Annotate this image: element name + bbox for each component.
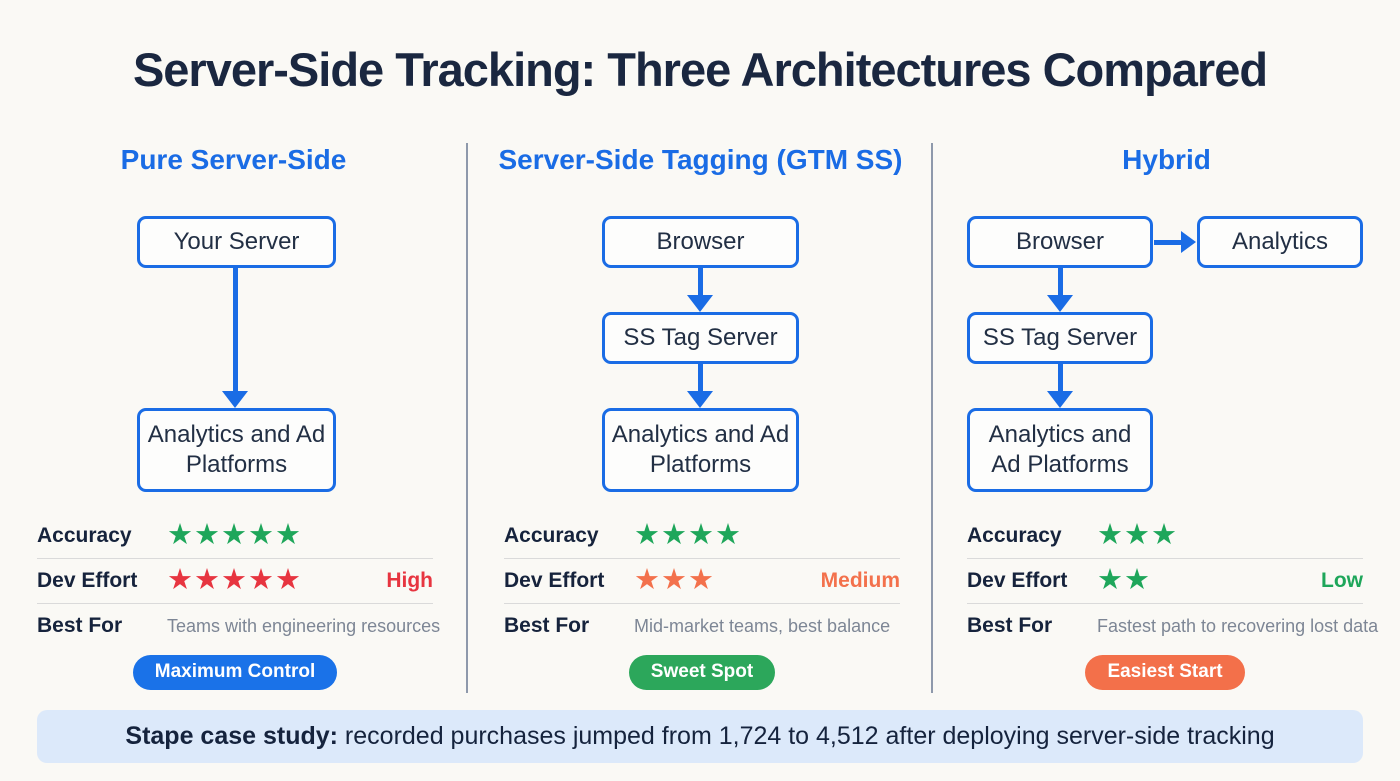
node-analytics: Analytics	[1197, 216, 1363, 268]
case-study-lead: Stape case study:	[125, 722, 338, 750]
accuracy-label: Accuracy	[504, 524, 599, 547]
arrow-right-icon	[1154, 231, 1196, 253]
arrow-down-icon	[1047, 364, 1073, 408]
best-for-label: Best For	[504, 614, 590, 637]
accuracy-row: Accuracy ★★★★	[504, 514, 900, 559]
dev-effort-label: Dev Effort	[504, 569, 605, 592]
node-analytics-ad-platforms: Analytics and Ad Platforms	[602, 408, 799, 492]
badge-row: Sweet Spot	[504, 655, 900, 690]
best-for-text: Mid-market teams, best balance	[634, 615, 891, 636]
column-title: Server-Side Tagging (GTM SS)	[498, 144, 903, 175]
column-title: Pure Server-Side	[120, 144, 347, 175]
best-for-label: Best For	[37, 614, 123, 637]
case-study-banner: Stape case study: recorded purchases jum…	[37, 710, 1363, 763]
dev-effort-row: Dev Effort ★★ Low	[967, 559, 1363, 604]
node-ss-tag-server: SS Tag Server	[602, 312, 799, 364]
stats-table: Accuracy ★★★★ Dev Effort ★★★ Medium Best…	[504, 514, 900, 690]
dev-effort-label: Dev Effort	[37, 569, 138, 592]
accuracy-row: Accuracy ★★★	[967, 514, 1363, 559]
best-for-row: Best For Fastest path to recovering lost…	[967, 604, 1378, 648]
dev-effort-level: High	[386, 569, 433, 592]
dev-effort-label: Dev Effort	[967, 569, 1068, 592]
badge-row: Easiest Start	[967, 655, 1363, 690]
accuracy-label: Accuracy	[37, 524, 132, 547]
badge-sweet-spot: Sweet Spot	[628, 655, 776, 690]
accuracy-stars: ★★★★★	[167, 517, 302, 551]
column-divider	[931, 143, 933, 693]
dev-effort-row: Dev Effort ★★★ Medium	[504, 559, 900, 604]
arrow-down-icon	[687, 364, 713, 408]
arrow-down-icon	[1047, 268, 1073, 312]
arrow-down-icon	[222, 268, 248, 408]
accuracy-label: Accuracy	[967, 524, 1062, 547]
node-analytics-ad-platforms: Analytics and Ad Platforms	[137, 408, 336, 492]
column-server-side-tagging: Server-Side Tagging (GTM SS) Browser SS …	[467, 140, 934, 700]
accuracy-stars: ★★★	[1097, 517, 1178, 551]
dev-effort-level: Medium	[820, 569, 900, 592]
accuracy-row: Accuracy ★★★★★	[37, 514, 433, 559]
node-your-server: Your Server	[137, 216, 336, 268]
accuracy-stars: ★★★★	[634, 517, 742, 551]
column-title: Hybrid	[1122, 144, 1211, 175]
dev-effort-stars: ★★	[1097, 562, 1151, 596]
node-analytics-ad-platforms: Analytics and Ad Platforms	[967, 408, 1153, 492]
arrow-down-icon	[687, 268, 713, 312]
case-study-text: recorded purchases jumped from 1,724 to …	[337, 722, 1275, 750]
best-for-row: Best For Mid-market teams, best balance	[504, 604, 900, 648]
column-divider	[466, 143, 468, 693]
badge-row: Maximum Control	[37, 655, 433, 690]
node-browser: Browser	[967, 216, 1153, 268]
stats-table: Accuracy ★★★★★ Dev Effort ★★★★★ High Bes…	[37, 514, 440, 690]
node-ss-tag-server: SS Tag Server	[967, 312, 1153, 364]
node-browser: Browser	[602, 216, 799, 268]
dev-effort-stars: ★★★	[634, 562, 715, 596]
dev-effort-level: Low	[1321, 569, 1363, 592]
column-hybrid: Hybrid Browser Analytics SS Tag Server A…	[933, 140, 1400, 700]
badge-easiest-start: Easiest Start	[1085, 655, 1245, 690]
best-for-text: Fastest path to recovering lost data	[1097, 615, 1379, 636]
badge-maximum-control: Maximum Control	[132, 655, 338, 690]
dev-effort-row: Dev Effort ★★★★★ High	[37, 559, 433, 604]
best-for-row: Best For Teams with engineering resource…	[37, 604, 440, 648]
dev-effort-stars: ★★★★★	[167, 562, 302, 596]
stats-table: Accuracy ★★★ Dev Effort ★★ Low Best For …	[967, 514, 1378, 690]
best-for-text: Teams with engineering resources	[167, 615, 441, 636]
page-title: Server-Side Tracking: Three Architecture…	[132, 43, 1268, 96]
column-pure-server-side: Pure Server-Side Your Server Analytics a…	[0, 140, 467, 700]
best-for-label: Best For	[967, 614, 1053, 637]
